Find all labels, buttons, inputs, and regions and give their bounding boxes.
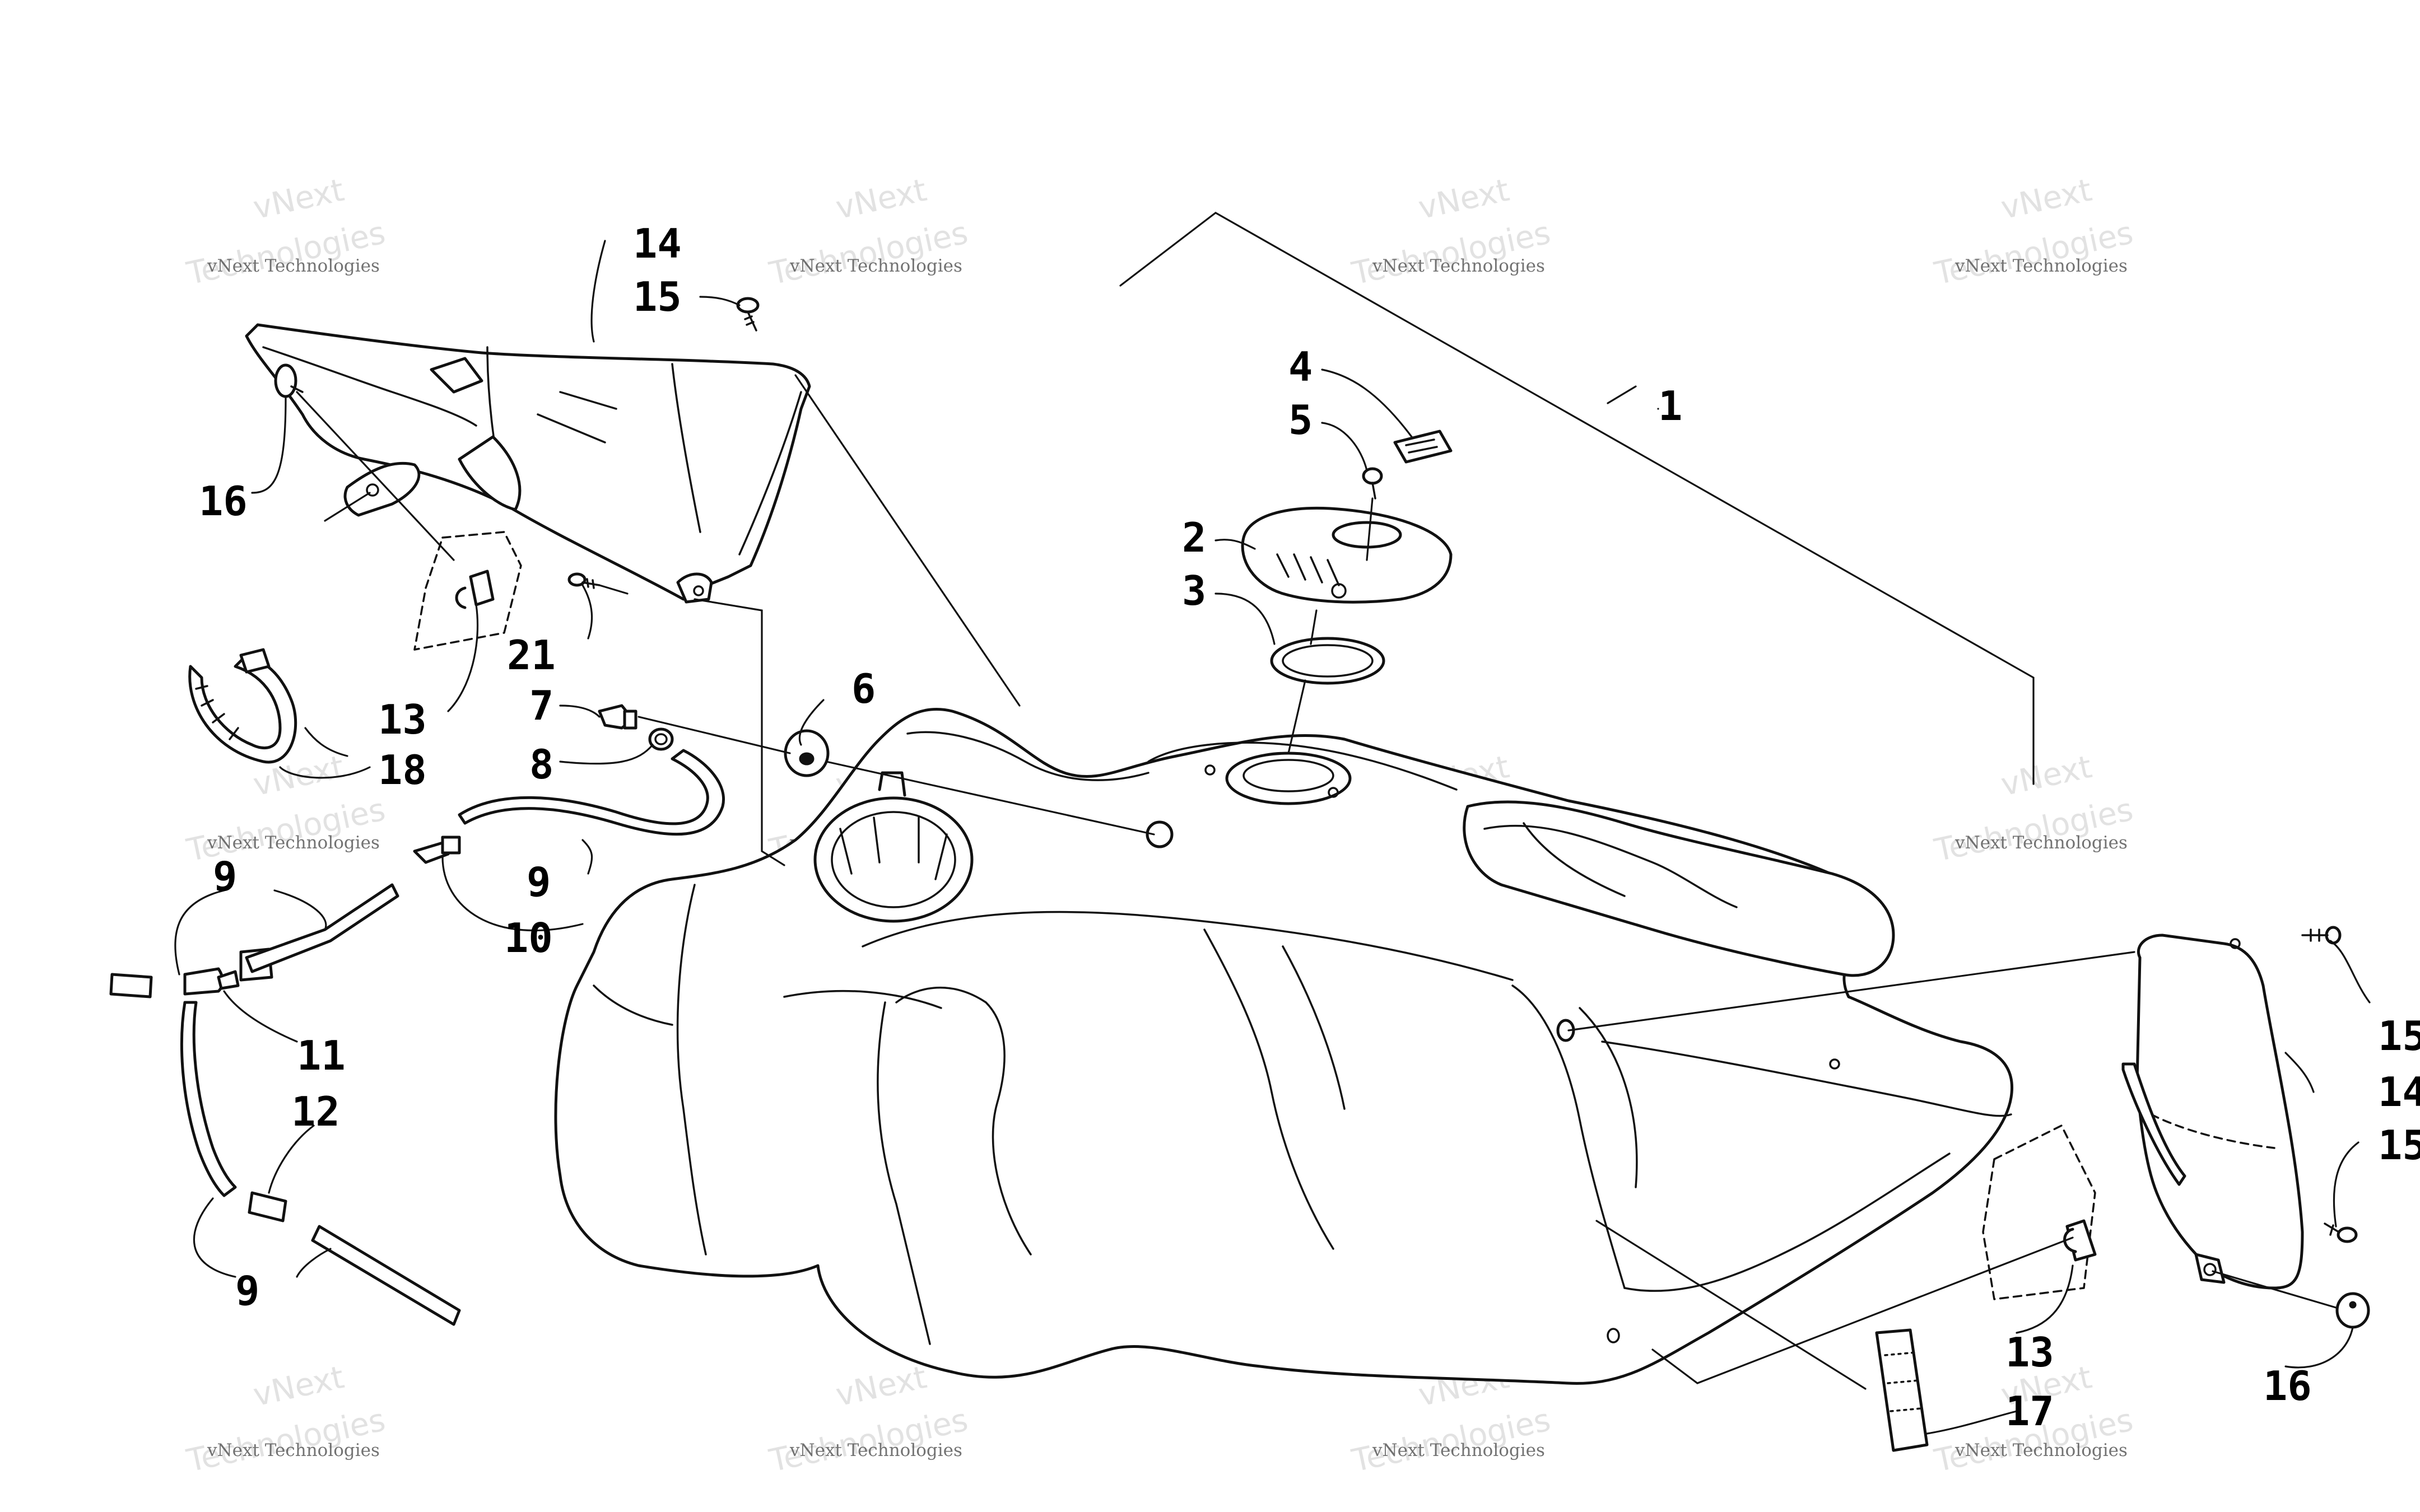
svg-text:Technologies: Technologies [183,214,388,292]
tee-11 [183,967,240,996]
callout-9-left: 9 [213,853,237,900]
callout-9-mid: 9 [527,858,551,906]
watermark: vNext Technologies [1372,256,1545,276]
watermark: vNext Technologies [789,1440,962,1460]
callout-13-right: 13 [2005,1329,2054,1376]
watermark: vNext Technologies [207,256,380,276]
callout-17: 17 [2005,1388,2054,1435]
clip-13-left [413,531,522,651]
svg-text:Technologies: Technologies [766,214,971,292]
callout-14-right: 14 [2378,1068,2420,1116]
clamp-8 [648,727,674,751]
side-panel-left [245,323,811,604]
callout-layer: 1 2 3 4 5 6 7 8 9 10 9 11 12 9 14 15 16 … [199,220,2420,1435]
callout-5: 5 [1288,396,1313,444]
svg-text:vNext: vNext [250,1359,347,1414]
svg-text:Technologies: Technologies [1931,214,2136,292]
fitting-10 [413,836,461,864]
callout-9-low: 9 [235,1267,259,1314]
fuel-cap [1241,507,1453,604]
side-panel-right [2121,934,2304,1290]
screw-21 [567,572,601,589]
callout-16-right: 16 [2263,1362,2312,1410]
strap-18 [188,648,297,764]
callout-14-left: 14 [633,220,682,267]
callout-18: 18 [378,746,427,794]
seal-3 [1270,637,1385,685]
svg-text:Technologies: Technologies [1348,214,1553,292]
callout-1: 1 [1658,382,1682,430]
hose-9-left [239,883,399,982]
callout-3: 3 [1182,567,1206,614]
grommet-6 [784,729,830,777]
callout-6: 6 [851,665,876,712]
callout-2: 2 [1182,514,1206,561]
callout-15-left: 15 [633,273,682,320]
callout-7: 7 [529,682,553,729]
callout-15-right-top: 15 [2378,1012,2420,1060]
screw-5 [1362,467,1383,500]
plug-16-right [2335,1292,2370,1329]
fuel-tank [554,707,2013,1385]
callout-21: 21 [507,632,556,679]
hose-9-mid [458,749,725,836]
svg-text:vNext: vNext [250,172,347,227]
hose-9-low [180,1001,461,1326]
svg-text:vNext: vNext [1998,172,2095,227]
callout-8: 8 [529,741,553,788]
watermark: vNext Technologies [1372,1440,1545,1460]
watermark: vNext Technologies [1954,1440,2128,1460]
watermark: vNext Technologies [1954,833,2128,853]
watermark: vNext Technologies [789,256,962,276]
clip-13-right [1982,1124,2097,1300]
callout-11: 11 [297,1032,346,1079]
svg-text:vNext: vNext [1998,749,2095,804]
strip-17 [1875,1328,1929,1452]
plug-16-left [274,363,304,398]
svg-text:Technologies: Technologies [1931,791,2136,869]
decal-4 [1393,430,1453,464]
watermark: vNext Technologies [207,1440,380,1460]
leader-lines [174,212,2371,1435]
screw-15-right-top [2301,926,2342,945]
watermark: vNext Technologies [1954,256,2128,276]
callout-4: 4 [1288,343,1313,390]
screw-15-left [736,297,760,332]
callout-15-right-mid: 15 [2378,1122,2420,1169]
svg-text:vNext: vNext [832,1359,930,1414]
fitting-7 [598,704,637,730]
callout-13-left: 13 [378,696,427,743]
svg-text:vNext: vNext [1415,172,1513,227]
callout-16-left: 16 [199,478,248,525]
fitting-12 [109,973,287,1222]
screw-15-right-mid [2324,1222,2358,1243]
svg-text:vNext: vNext [832,172,930,227]
callout-10: 10 [504,914,553,962]
watermark: vNext Technologies [207,833,380,853]
callout-12: 12 [291,1088,340,1135]
